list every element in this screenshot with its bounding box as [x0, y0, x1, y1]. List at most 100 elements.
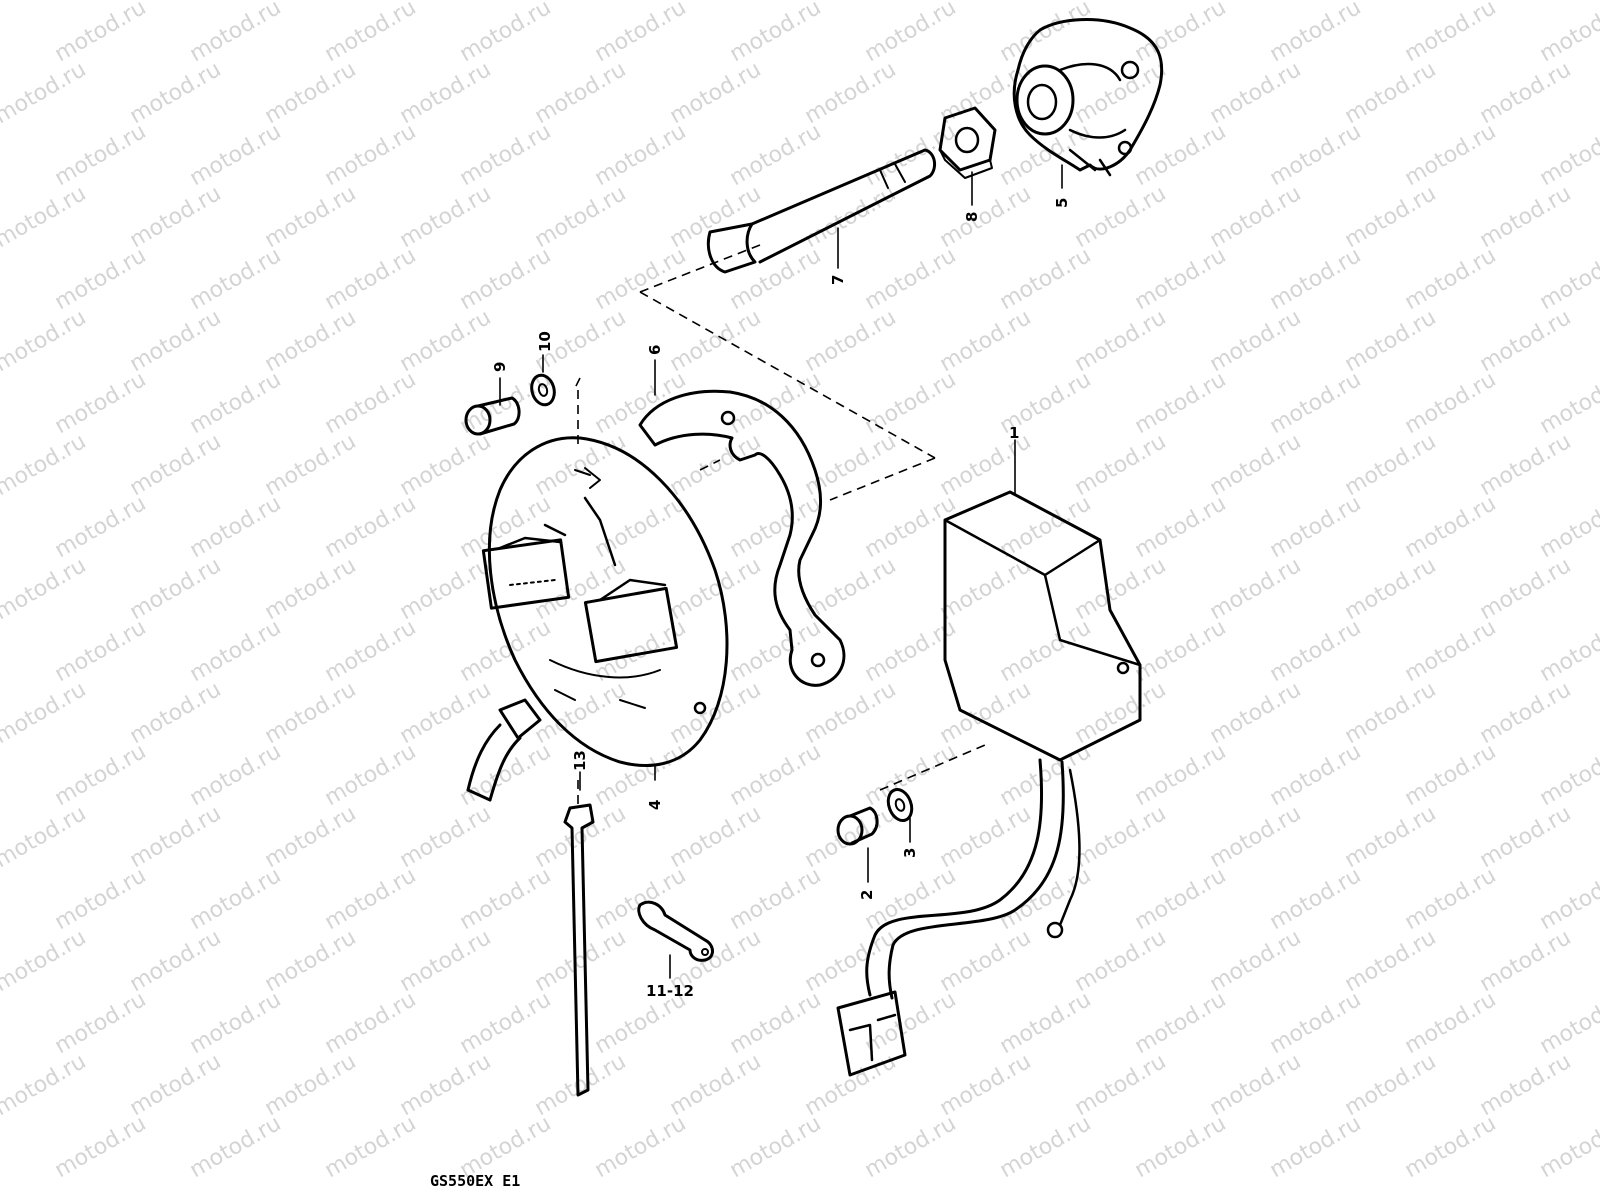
watermark-text: motod.ru — [861, 0, 961, 67]
watermark-text: motod.ru — [51, 739, 151, 811]
watermark-text: motod.ru — [726, 1111, 826, 1183]
watermark-text: motod.ru — [0, 181, 90, 253]
callout-5: 5 — [1053, 198, 1071, 208]
watermark-text: motod.ru — [591, 863, 691, 935]
watermark-text: motod.ru — [726, 367, 826, 439]
callout-6: 6 — [646, 345, 664, 355]
watermark-text: motod.ru — [1071, 553, 1171, 625]
watermark-text: motod.ru — [126, 305, 226, 377]
watermark-text: motod.ru — [51, 1111, 151, 1183]
watermark-text: motod.ru — [1476, 305, 1576, 377]
watermark-text: motod.ru — [261, 429, 361, 501]
callout-3: 3 — [901, 848, 919, 858]
callout-8: 8 — [963, 212, 981, 222]
watermark-text: motod.ru — [261, 925, 361, 997]
watermark-text: motod.ru — [1401, 987, 1501, 1059]
watermark-text: motod.ru — [321, 367, 421, 439]
callout-7: 7 — [829, 275, 847, 285]
watermark-text: motod.ru — [1401, 739, 1501, 811]
watermark-text: motod.ru — [936, 1049, 1036, 1121]
watermark-text: motod.ru — [1266, 243, 1366, 315]
watermark-text: motod.ru — [801, 677, 901, 749]
watermark-text: motod.ru — [1476, 57, 1576, 129]
watermark-text: motod.ru — [1206, 677, 1306, 749]
watermark-text: motod.ru — [1206, 181, 1306, 253]
watermark-text: motod.ru — [51, 243, 151, 315]
watermark-text: motod.ru — [1341, 677, 1441, 749]
watermark-text: motod.ru — [861, 1111, 961, 1183]
watermark-text: motod.ru — [591, 367, 691, 439]
watermark-text: motod.ru — [1476, 181, 1576, 253]
watermark-text: motod.ru — [726, 739, 826, 811]
watermark-text: motod.ru — [531, 1049, 631, 1121]
watermark-text: motod.ru — [1536, 987, 1600, 1059]
watermark-text: motod.ru — [1131, 243, 1231, 315]
watermark-text: motod.ru — [996, 119, 1096, 191]
watermark-text: motod.ru — [996, 243, 1096, 315]
watermark-text: motod.ru — [1131, 987, 1231, 1059]
watermark-text: motod.ru — [1266, 367, 1366, 439]
part-9-screw-drawing — [464, 396, 521, 436]
callout-1: 1 — [1009, 424, 1019, 442]
watermark-text: motod.ru — [1341, 1049, 1441, 1121]
watermark-text: motod.ru — [1071, 925, 1171, 997]
watermark-text: motod.ru — [396, 1049, 496, 1121]
watermark-text: motod.ru — [666, 57, 766, 129]
watermark-text: motod.ru — [1206, 429, 1306, 501]
watermark-text: motod.ru — [726, 0, 826, 67]
watermark-text: motod.ru — [531, 429, 631, 501]
watermark-text: motod.ru — [51, 491, 151, 563]
watermark-text: motod.ru — [1266, 739, 1366, 811]
watermark-text: motod.ru — [126, 1049, 226, 1121]
watermark-text: motod.ru — [321, 1111, 421, 1183]
part-5-switch-drawing — [1012, 18, 1164, 177]
watermark-text: motod.ru — [666, 1049, 766, 1121]
watermark-text: motod.ru — [1536, 1111, 1600, 1183]
watermark-text: motod.ru — [1536, 119, 1600, 191]
watermark-text: motod.ru — [261, 553, 361, 625]
watermark-text: motod.ru — [1401, 0, 1501, 67]
watermark-text: motod.ru — [321, 863, 421, 935]
leader-lines — [499, 164, 1063, 979]
watermark-text: motod.ru — [1206, 925, 1306, 997]
watermark-text: motod.ru — [261, 305, 361, 377]
watermark-text: motod.ru — [51, 863, 151, 935]
watermark-text: motod.ru — [1401, 863, 1501, 935]
watermark-text: motod.ru — [1536, 739, 1600, 811]
watermark-text: motod.ru — [1206, 57, 1306, 129]
watermark-text: motod.ru — [1476, 1049, 1576, 1121]
watermark-text: motod.ru — [456, 615, 556, 687]
watermark-text: motod.ru — [1206, 1049, 1306, 1121]
watermark-text: motod.ru — [456, 119, 556, 191]
watermark-text: motod.ru — [1131, 1111, 1231, 1183]
watermark-text: motod.ru — [186, 0, 286, 67]
watermark-text: motod.ru — [666, 305, 766, 377]
watermark-text: motod.ru — [861, 243, 961, 315]
watermark-text: motod.ru — [801, 57, 901, 129]
watermark-text: motod.ru — [1206, 553, 1306, 625]
watermark-text: motod.ru — [0, 57, 90, 129]
watermark-text: motod.ru — [186, 119, 286, 191]
watermark-text: motod.ru — [1341, 925, 1441, 997]
watermark-text: motod.ru — [1266, 119, 1366, 191]
watermark-text: motod.ru — [1071, 1049, 1171, 1121]
watermark-text: motod.ru — [1476, 553, 1576, 625]
watermark-text: motod.ru — [321, 615, 421, 687]
watermark-text: motod.ru — [1401, 491, 1501, 563]
callout-10: 10 — [536, 331, 554, 352]
watermark-text: motod.ru — [126, 801, 226, 873]
part-13-cable-tie-drawing — [563, 803, 595, 1097]
watermark-text: motod.ru — [456, 863, 556, 935]
watermark-text: motod.ru — [1476, 429, 1576, 501]
watermark-text: motod.ru — [591, 119, 691, 191]
watermark-text: motod.ru — [1401, 367, 1501, 439]
watermark-text: motod.ru — [801, 1049, 901, 1121]
watermark-text: motod.ru — [801, 801, 901, 873]
watermark-text: motod.ru — [591, 1111, 691, 1183]
watermark-text: motod.ru — [936, 677, 1036, 749]
watermark-text: motod.ru — [1476, 925, 1576, 997]
part-4-stator-plate-drawing — [466, 436, 729, 802]
watermark-text: motod.ru — [1341, 181, 1441, 253]
watermark-text: motod.ru — [186, 987, 286, 1059]
